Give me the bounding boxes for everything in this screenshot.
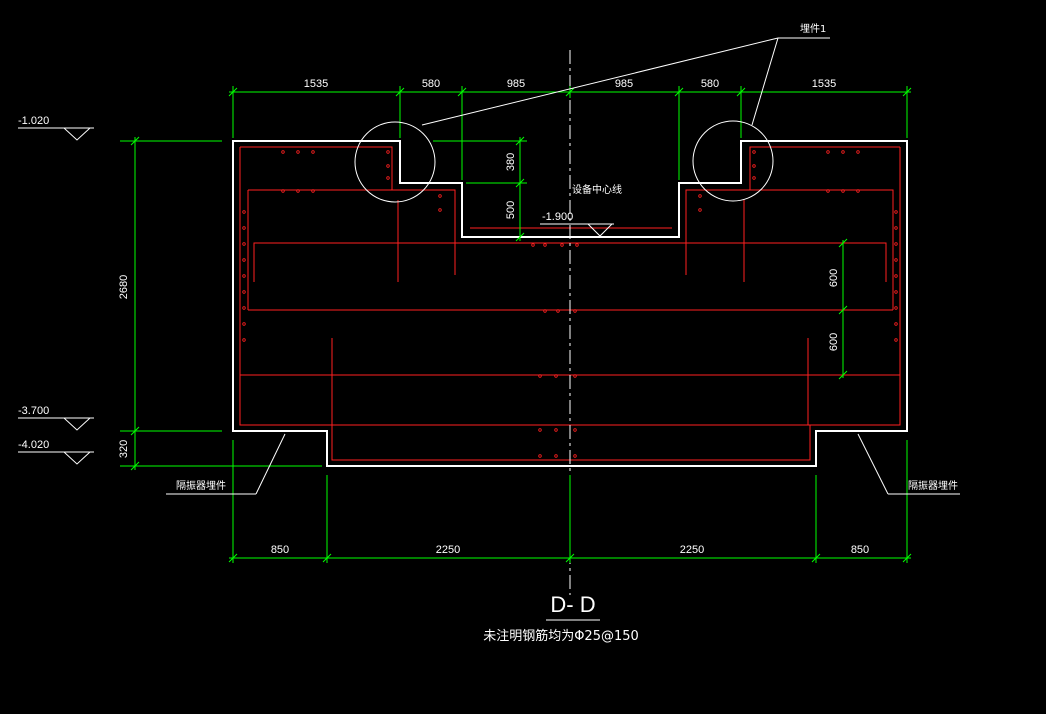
dim-top-2: 580 [422,78,440,90]
left-dimension-line [120,136,322,471]
rebar-inner-right [685,189,894,310]
label-left-isolator: 隔振器埋件 [176,479,226,492]
elevation-bottom: -4.020 [18,439,49,451]
label-right-isolator: 隔振器埋件 [908,479,958,492]
top-dimension-texts: 1535 580 985 985 580 1535 [304,78,836,90]
label-center-line: 设备中心线 [572,183,622,196]
elevation-mid: -3.700 [18,405,49,417]
rebar-inner-left [248,189,456,275]
dim-inner-500: 500 [505,201,517,219]
rebar-outer-right [749,146,900,190]
bottom-dimension-texts: 850 2250 2250 850 [271,544,869,556]
section-title: D- D [550,592,595,617]
dim-top-5: 580 [701,78,719,90]
top-dimension-line [228,86,912,180]
dim-inner-600-upper: 600 [828,269,840,287]
dim-bottom-3: 2250 [680,544,704,556]
elevation-top: -1.020 [18,115,49,127]
dim-left-height: 2680 [118,275,130,299]
dim-left-base: 320 [118,440,130,458]
detail-circle-left [354,121,436,203]
dim-inner-600-lower: 600 [828,333,840,351]
rebar-note: 未注明钢筋均为Φ25@150 [483,628,639,644]
detail-callouts [166,37,960,495]
dim-top-4: 985 [615,78,633,90]
dim-bottom-4: 850 [851,544,869,556]
concrete-outline [232,140,908,467]
rebar-outer-left [240,146,393,190]
detail-circle-right [692,120,774,202]
dim-top-1: 1535 [304,78,328,90]
rebar-dots [242,150,898,458]
bottom-dimension-line [228,440,912,563]
label-embedded-part: 埋件1 [800,23,826,35]
inner-dimension-lines [433,136,848,380]
dim-bottom-2: 2250 [436,544,460,556]
dim-top-3: 985 [507,78,525,90]
dim-inner-380: 380 [505,153,517,171]
elevation-pit: -1.900 [542,211,573,223]
dim-top-6: 1535 [812,78,836,90]
elevation-markers [18,127,614,465]
dim-bottom-1: 850 [271,544,289,556]
